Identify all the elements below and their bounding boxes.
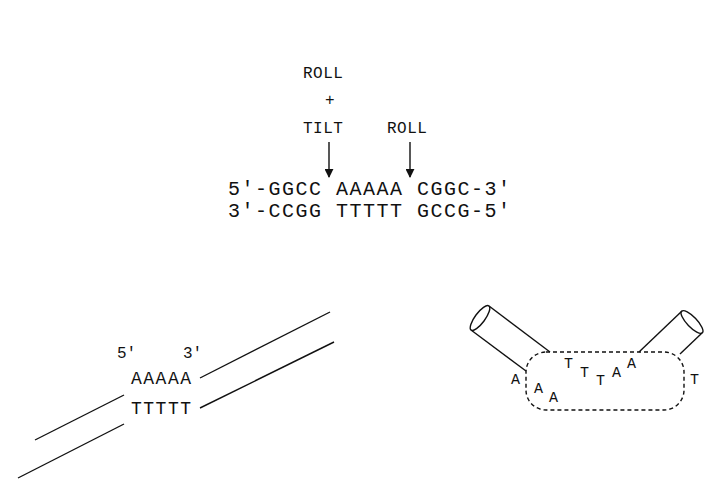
step-label: TILT [303, 121, 343, 137]
base-label: AAAAA [131, 370, 193, 388]
step-label: + [325, 93, 335, 109]
step-label: ROLL [303, 66, 343, 82]
base-label: A [612, 366, 621, 381]
base-label: A [534, 382, 543, 397]
sequence-text: 5'-GGCC AAAAA CGGC-3' [228, 180, 512, 200]
base-label: A [511, 373, 520, 388]
base-label: T [564, 357, 573, 372]
base-label: A [627, 357, 636, 372]
base-label: 3' [183, 346, 202, 362]
a-tract-box [526, 352, 684, 410]
cylinder-end [678, 308, 706, 337]
cylinder-edge [489, 306, 550, 352]
helix-strand [35, 395, 124, 440]
base-label: 5' [117, 346, 136, 362]
base-label: T [580, 366, 589, 381]
base-label: TTTTT [131, 400, 193, 418]
helix-strand [18, 424, 124, 478]
base-label: T [596, 374, 605, 389]
cylinder-edge [471, 330, 526, 371]
cylinder-edge [680, 333, 702, 354]
step-label: ROLL [387, 121, 427, 137]
cylinder-edge [639, 311, 682, 352]
sequence-text: 3'-CCGG TTTTT GCCG-5' [228, 202, 512, 222]
helix-strand [200, 342, 334, 408]
cylinder-end [467, 303, 493, 333]
base-label: T [690, 373, 699, 388]
pointer-arrow [328, 142, 329, 177]
pointer-arrow [409, 142, 410, 177]
base-label: A [549, 391, 558, 406]
helix-strand [200, 312, 330, 378]
